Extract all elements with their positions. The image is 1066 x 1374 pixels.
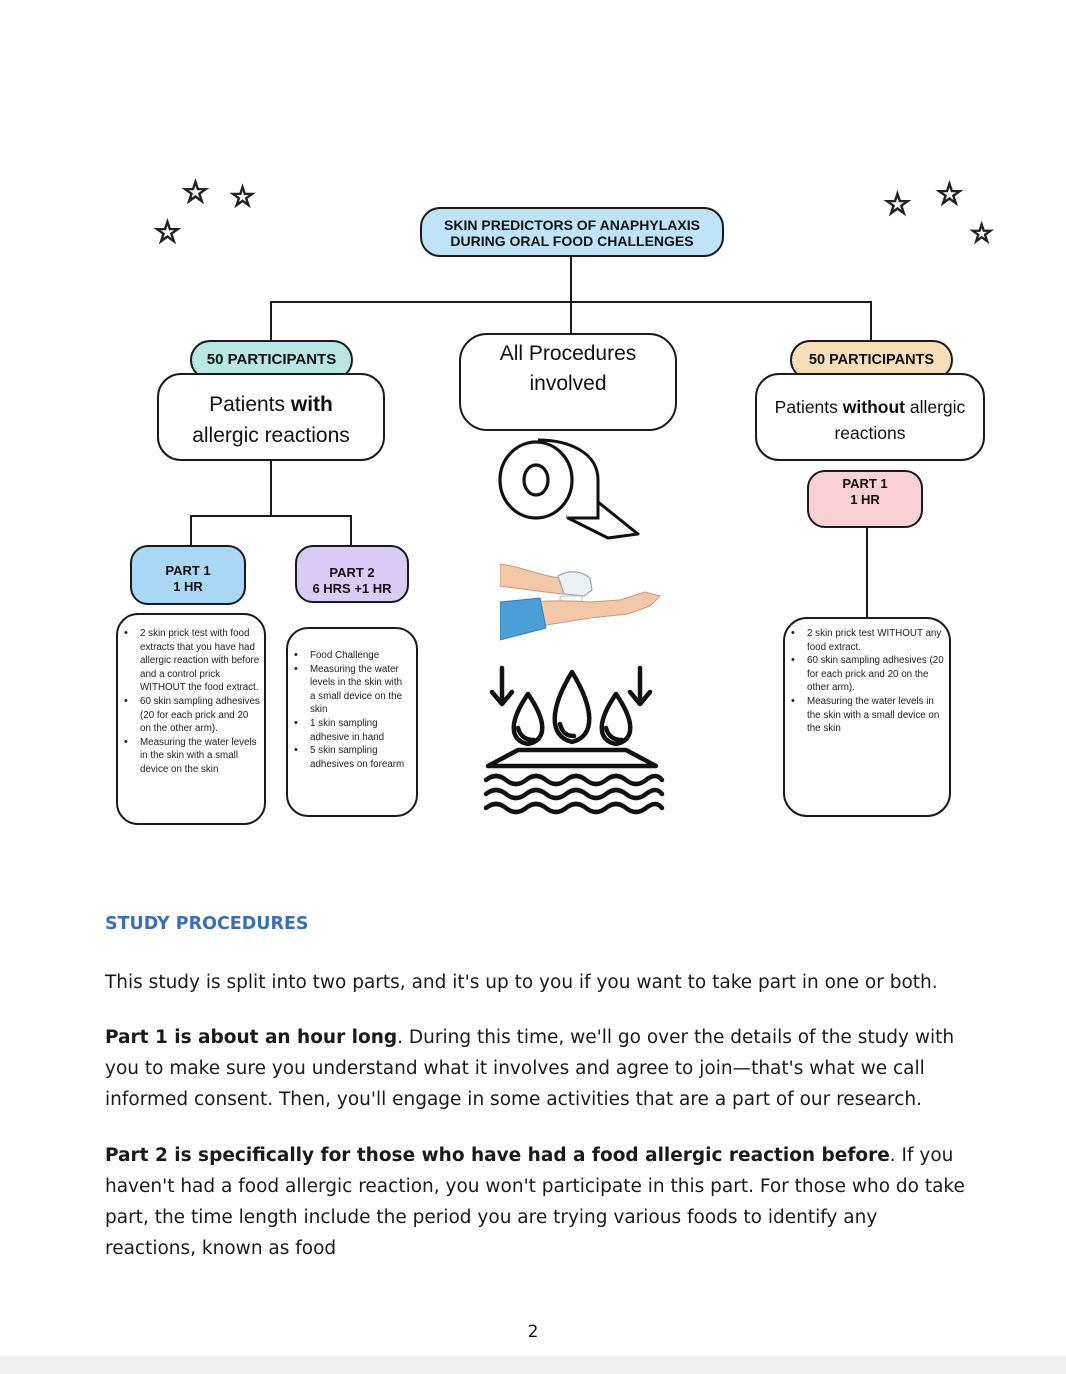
list-item: Food Challenge (288, 649, 406, 663)
left-group-bold: with (290, 393, 333, 416)
right-part1-duration: 1 HR (850, 492, 880, 507)
center-procedures-label: All Procedures involved (499, 342, 637, 395)
stars-left-icon: ☆ ☆ ☆ (153, 176, 256, 249)
left-part1-list: 2 skin prick test with food extracts tha… (118, 627, 260, 777)
connector-line (270, 301, 872, 303)
stars-right-icon: ☆ ☆ ☆ (883, 178, 994, 249)
list-item: Measuring the water levels in the skin w… (288, 663, 406, 717)
connector-line (190, 515, 192, 547)
skin-sampling-arm-icon (500, 563, 661, 641)
left-part2-duration: 6 HRS +1 HR (312, 581, 392, 596)
left-part2-badge: PART 2 6 HRS +1 HR (295, 545, 409, 603)
right-group-pre: Patients (774, 397, 843, 417)
part2-bold-text: Part 2 is specifically for those who hav… (105, 1145, 890, 1166)
list-item: 5 skin sampling adhesives on forearm (288, 744, 406, 771)
list-item: 60 skin sampling adhesives (20 for each … (118, 695, 260, 736)
list-item: 1 skin sampling adhesive in hand (288, 717, 406, 744)
right-part1-label: PART 1 (842, 476, 888, 491)
intro-paragraph: This study is split into two parts, and … (105, 967, 965, 998)
part1-paragraph: Part 1 is about an hour long. During thi… (105, 1022, 965, 1115)
left-part1-duration: 1 HR (173, 579, 203, 594)
connector-line (190, 515, 352, 517)
list-item: 60 skin sampling adhesives (20 for each … (785, 654, 947, 695)
right-group-post: allergic reactions (834, 397, 966, 443)
left-part2-list: Food Challenge Measuring the water level… (288, 649, 406, 771)
connector-line (350, 515, 352, 547)
list-item: 2 skin prick test WITHOUT any food extra… (785, 627, 947, 654)
tape-roll-icon (498, 438, 640, 540)
diagram-title: SKIN PREDICTORS OF ANAPHYLAXIS DURING OR… (420, 207, 724, 257)
connector-line (270, 301, 272, 341)
intro-text: This study is split into two parts, and … (105, 972, 938, 993)
right-group-box: Patients without allergic reactions (755, 373, 985, 461)
left-group-box: Patients with allergic reactions (157, 373, 385, 461)
left-part2-label: PART 2 (329, 565, 375, 580)
connector-line (866, 528, 868, 618)
left-part2-list-box: Food Challenge Measuring the water level… (286, 627, 418, 817)
connector-line (270, 461, 272, 516)
part1-bold-text: Part 1 is about an hour long (105, 1027, 398, 1048)
left-part1-badge: PART 1 1 HR (130, 545, 246, 605)
right-part1-badge: PART 1 1 HR (807, 470, 923, 528)
right-part1-list: 2 skin prick test WITHOUT any food extra… (785, 627, 947, 736)
list-item: 2 skin prick test with food extracts tha… (118, 627, 260, 695)
part2-paragraph: Part 2 is specifically for those who hav… (105, 1140, 965, 1264)
list-item: Measuring the water levels in the skin w… (118, 736, 260, 777)
right-group-bold: without (842, 397, 905, 417)
part2-text: . If you haven't had a food allergic rea… (105, 1145, 965, 1259)
center-procedures-box: All Procedures involved (459, 333, 677, 431)
right-part1-list-box: 2 skin prick test WITHOUT any food extra… (783, 617, 951, 817)
left-part1-label: PART 1 (165, 563, 211, 578)
skin-water-drops-icon (483, 665, 665, 815)
part1-text: . During this time, we'll go over the de… (105, 1027, 955, 1110)
section-heading: STUDY PROCEDURES (105, 914, 309, 934)
page-number: 2 (527, 1322, 539, 1342)
list-item: Measuring the water levels in the skin w… (785, 695, 947, 736)
connector-line (870, 301, 872, 341)
left-part1-list-box: 2 skin prick test with food extracts tha… (116, 613, 266, 825)
connector-line (570, 257, 572, 335)
left-group-post: allergic reactions (192, 424, 350, 447)
left-group-pre: Patients (209, 393, 291, 416)
bottom-bar (0, 1356, 1066, 1374)
